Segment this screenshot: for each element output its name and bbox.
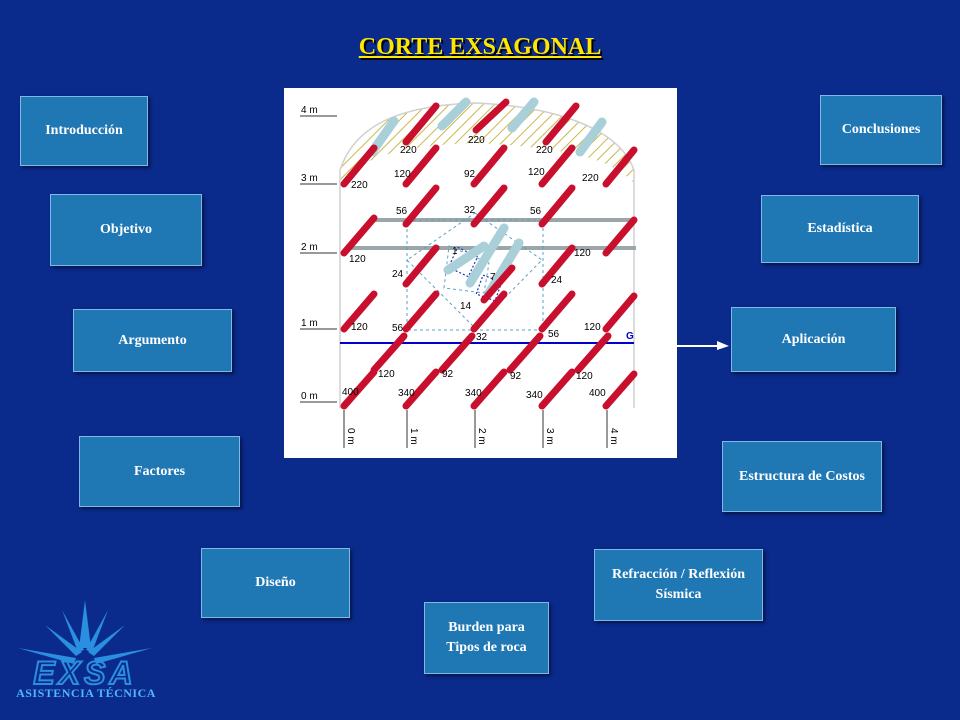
refraccion-button[interactable]: Refracción / Reflexión Sísmica (594, 549, 763, 621)
hole-number: 120 (351, 322, 368, 333)
logo-caption: ASISTENCIA TÉCNICA (16, 686, 156, 700)
estadistica-button[interactable]: Estadística (761, 195, 919, 263)
hole-number: 32 (464, 205, 476, 216)
hole-number: 1 (452, 246, 458, 257)
hole-number: 220 (536, 145, 553, 156)
y-tick-4m: 4 m (301, 105, 318, 116)
y-tick-1m: 1 m (301, 318, 318, 329)
x-axis (343, 410, 608, 448)
x-tick-1m: 1 m (408, 428, 419, 445)
hole-number: 220 (351, 180, 368, 191)
hole-number: 120 (378, 369, 395, 380)
hole-number: 400 (342, 387, 359, 398)
y-axis (300, 115, 337, 403)
hole-number: 120 (394, 169, 411, 180)
hole-number: 56 (396, 206, 408, 217)
hole-number: 92 (510, 371, 522, 382)
hole-number: 7 (490, 272, 496, 283)
hole-number: 32 (476, 332, 488, 343)
x-tick-4m: 4 m (608, 428, 619, 445)
estructura-button[interactable]: Estructura de Costos (722, 441, 882, 512)
hole-number: 24 (551, 275, 563, 286)
hole-number: 120 (576, 371, 593, 382)
x-tick-0m: 0 m (345, 428, 356, 445)
hole-number: 220 (400, 145, 417, 156)
grade-label: G (626, 331, 634, 342)
hole-number: 340 (398, 388, 415, 399)
x-tick-3m: 3 m (544, 428, 555, 445)
aplicacion-button[interactable]: Aplicación (731, 307, 896, 372)
page-title: CORTE EXSAGONAL (358, 34, 602, 60)
diseno-button[interactable]: Diseño (201, 548, 350, 618)
hole-number: 24 (392, 269, 404, 280)
section-outline (339, 102, 635, 408)
arrow-icon (677, 341, 729, 350)
corte-diagram: 4 m 3 m 2 m 1 m 0 m 0 m 1 m 2 m 3 m 4 m (284, 88, 677, 458)
y-tick-2m: 2 m (301, 242, 318, 253)
y-tick-3m: 3 m (301, 173, 318, 184)
hole-labels: 220 220 220 220 220 120 92 120 56 32 56 … (342, 135, 606, 401)
hole-number: 56 (530, 206, 542, 217)
exsa-logo: EXSA (18, 600, 152, 688)
logo-text: EXSA (33, 655, 136, 688)
hole-number: 400 (589, 388, 606, 399)
y-tick-0m: 0 m (301, 391, 318, 402)
hole-number: 340 (526, 390, 543, 401)
hole-number: 220 (468, 135, 485, 146)
hole-number: 120 (584, 322, 601, 333)
conclusiones-button[interactable]: Conclusiones (820, 95, 942, 165)
introduccion-button[interactable]: Introducción (20, 96, 148, 166)
hole-number: 92 (442, 369, 454, 380)
drill-holes (340, 98, 638, 410)
hole-number: 92 (464, 169, 476, 180)
hole-number: 120 (349, 254, 366, 265)
burden-button[interactable]: Burden para Tipos de roca (424, 602, 549, 674)
hole-number: 120 (574, 248, 591, 259)
hole-number: 340 (465, 388, 482, 399)
hole-number: 14 (460, 301, 472, 312)
x-tick-2m: 2 m (476, 428, 487, 445)
objetivo-button[interactable]: Objetivo (50, 194, 202, 266)
hole-number: 56 (392, 323, 404, 334)
hole-number: 56 (548, 329, 560, 340)
hole-number: 120 (528, 167, 545, 178)
factores-button[interactable]: Factores (79, 436, 240, 507)
hole-number: 220 (582, 173, 599, 184)
argumento-button[interactable]: Argumento (73, 309, 232, 372)
